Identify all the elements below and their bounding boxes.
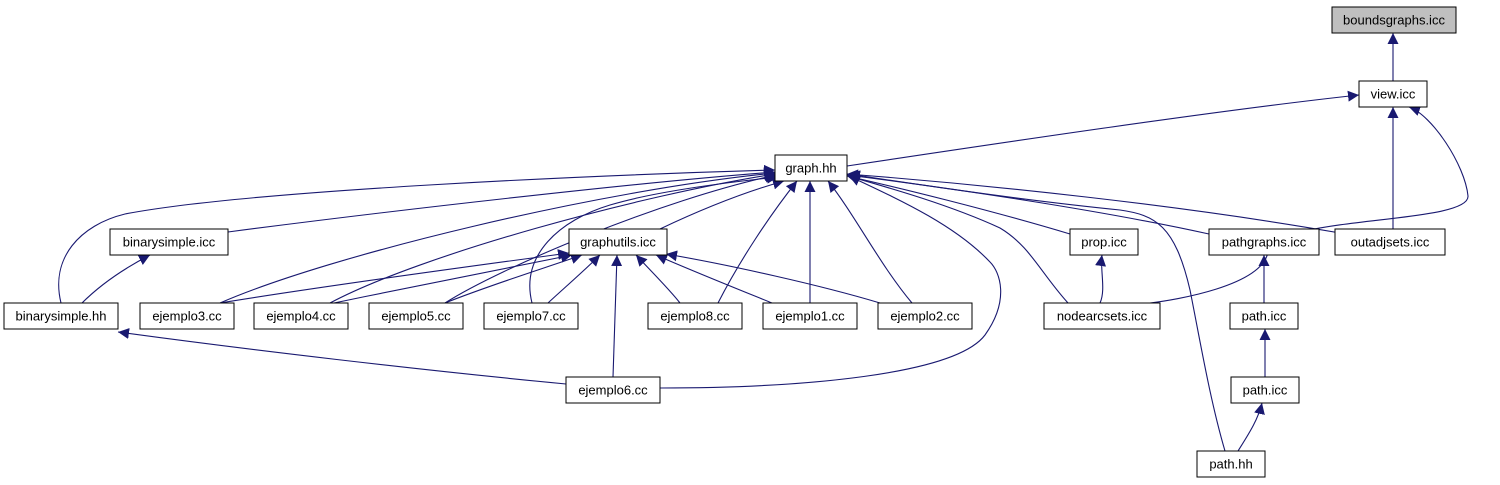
edge-ejemplo6-to-graphutils [611,254,623,378]
edge-path-hh-to-path-icc-2 [1237,402,1265,452]
edge-ejemplo7-to-graph [529,172,779,304]
edge-graph-to-view [846,90,1360,167]
edge-ejemplo8-to-graphutils [635,254,681,304]
node-label: ejemplo8.cc [660,309,730,324]
node-ejemplo7-cc[interactable]: ejemplo7.cc [483,302,579,330]
node-ejemplo6-cc[interactable]: ejemplo6.cc [565,376,661,404]
node-label: ejemplo5.cc [381,309,451,324]
node-ejemplo4-cc[interactable]: ejemplo4.cc [253,302,349,330]
edge-ejemplo4-to-graphutils [333,251,573,304]
node-binarysimple-icc[interactable]: binarysimple.icc [109,228,229,256]
node-label: outadjsets.icc [1351,235,1430,250]
node-label: pathgraphs.icc [1222,235,1307,250]
node-ejemplo3-cc[interactable]: ejemplo3.cc [139,302,235,330]
edge-binarysimple-hh-to-graph [58,164,776,304]
edge-binarysimple-icc-to-graph [227,167,776,233]
edge-ejemplo6-to-graph [659,175,1002,389]
node-graph-hh[interactable]: graph.hh [774,154,848,182]
node-label: nodearcsets.icc [1057,309,1148,324]
node-label: path.hh [1209,457,1252,472]
node-label: ejemplo4.cc [266,309,336,324]
edge-ejemplo7-to-graphutils [547,254,601,304]
edge-graphutils-to-graph [659,178,785,230]
node-label: path.icc [1242,309,1287,324]
node-graphutils-icc[interactable]: graphutils.icc [568,228,668,256]
node-ejemplo5-cc[interactable]: ejemplo5.cc [368,302,464,330]
node-label: ejemplo3.cc [152,309,222,324]
node-label: binarysimple.icc [123,235,216,250]
node-boundsgraphs-icc[interactable]: boundsgraphs.icc [1331,6,1457,34]
node-ejemplo8-cc[interactable]: ejemplo8.cc [647,302,743,330]
node-prop-icc[interactable]: prop.icc [1069,228,1139,256]
node-ejemplo2-cc[interactable]: ejemplo2.cc [877,302,973,330]
edge-ejemplo2-to-graphutils [665,250,881,304]
edge-binarysimple-hh-to-binarysimple-icc [81,254,151,304]
node-binarysimple-hh[interactable]: binarysimple.hh [3,302,119,330]
node-label: graphutils.icc [580,235,656,250]
node-path-hh[interactable]: path.hh [1196,450,1266,478]
node-label: ejemplo7.cc [496,309,566,324]
node-label: binarysimple.hh [15,309,106,324]
node-label: ejemplo1.cc [775,309,845,324]
edge-ejemplo3-to-graphutils [219,249,570,304]
nodes: boundsgraphs.icc view.icc graph.hh binar… [3,6,1457,478]
node-label: boundsgraphs.icc [1343,13,1445,28]
node-path-icc-1[interactable]: path.icc [1229,302,1299,330]
node-label: ejemplo2.cc [890,309,960,324]
node-pathgraphs-icc[interactable]: pathgraphs.icc [1208,228,1320,256]
node-label: view.icc [1371,87,1416,102]
node-nodearcsets-icc[interactable]: nodearcsets.icc [1043,302,1161,330]
node-label: path.icc [1243,383,1288,398]
edge-ejemplo8-to-graph [717,180,798,304]
node-outadjsets-icc[interactable]: outadjsets.icc [1334,228,1446,256]
edge-pathgraphs-to-graph [846,170,1210,235]
edge-nodearcsets-to-view [1149,105,1469,304]
edge-ejemplo2-to-graph [827,180,913,304]
edge-nodearcsets-to-graph [847,173,1069,304]
edge-ejemplo3-to-graph [219,168,776,304]
edge-ejemplo6-to-binarysimple-hh [117,328,567,385]
edge-nodearcsets-to-prop [1095,254,1107,304]
edge-ejemplo5-to-graphutils [444,253,583,304]
node-label: ejemplo6.cc [578,383,648,398]
edge-outadjsets-to-graph [846,169,1341,234]
node-view-icc[interactable]: view.icc [1358,80,1428,108]
node-path-icc-2[interactable]: path.icc [1230,376,1300,404]
node-label: prop.icc [1081,235,1127,250]
edge-prop-to-graph [846,173,1071,235]
node-label: graph.hh [785,161,836,176]
edge-path-hh-to-graph [848,170,1226,452]
node-ejemplo1-cc[interactable]: ejemplo1.cc [762,302,858,330]
